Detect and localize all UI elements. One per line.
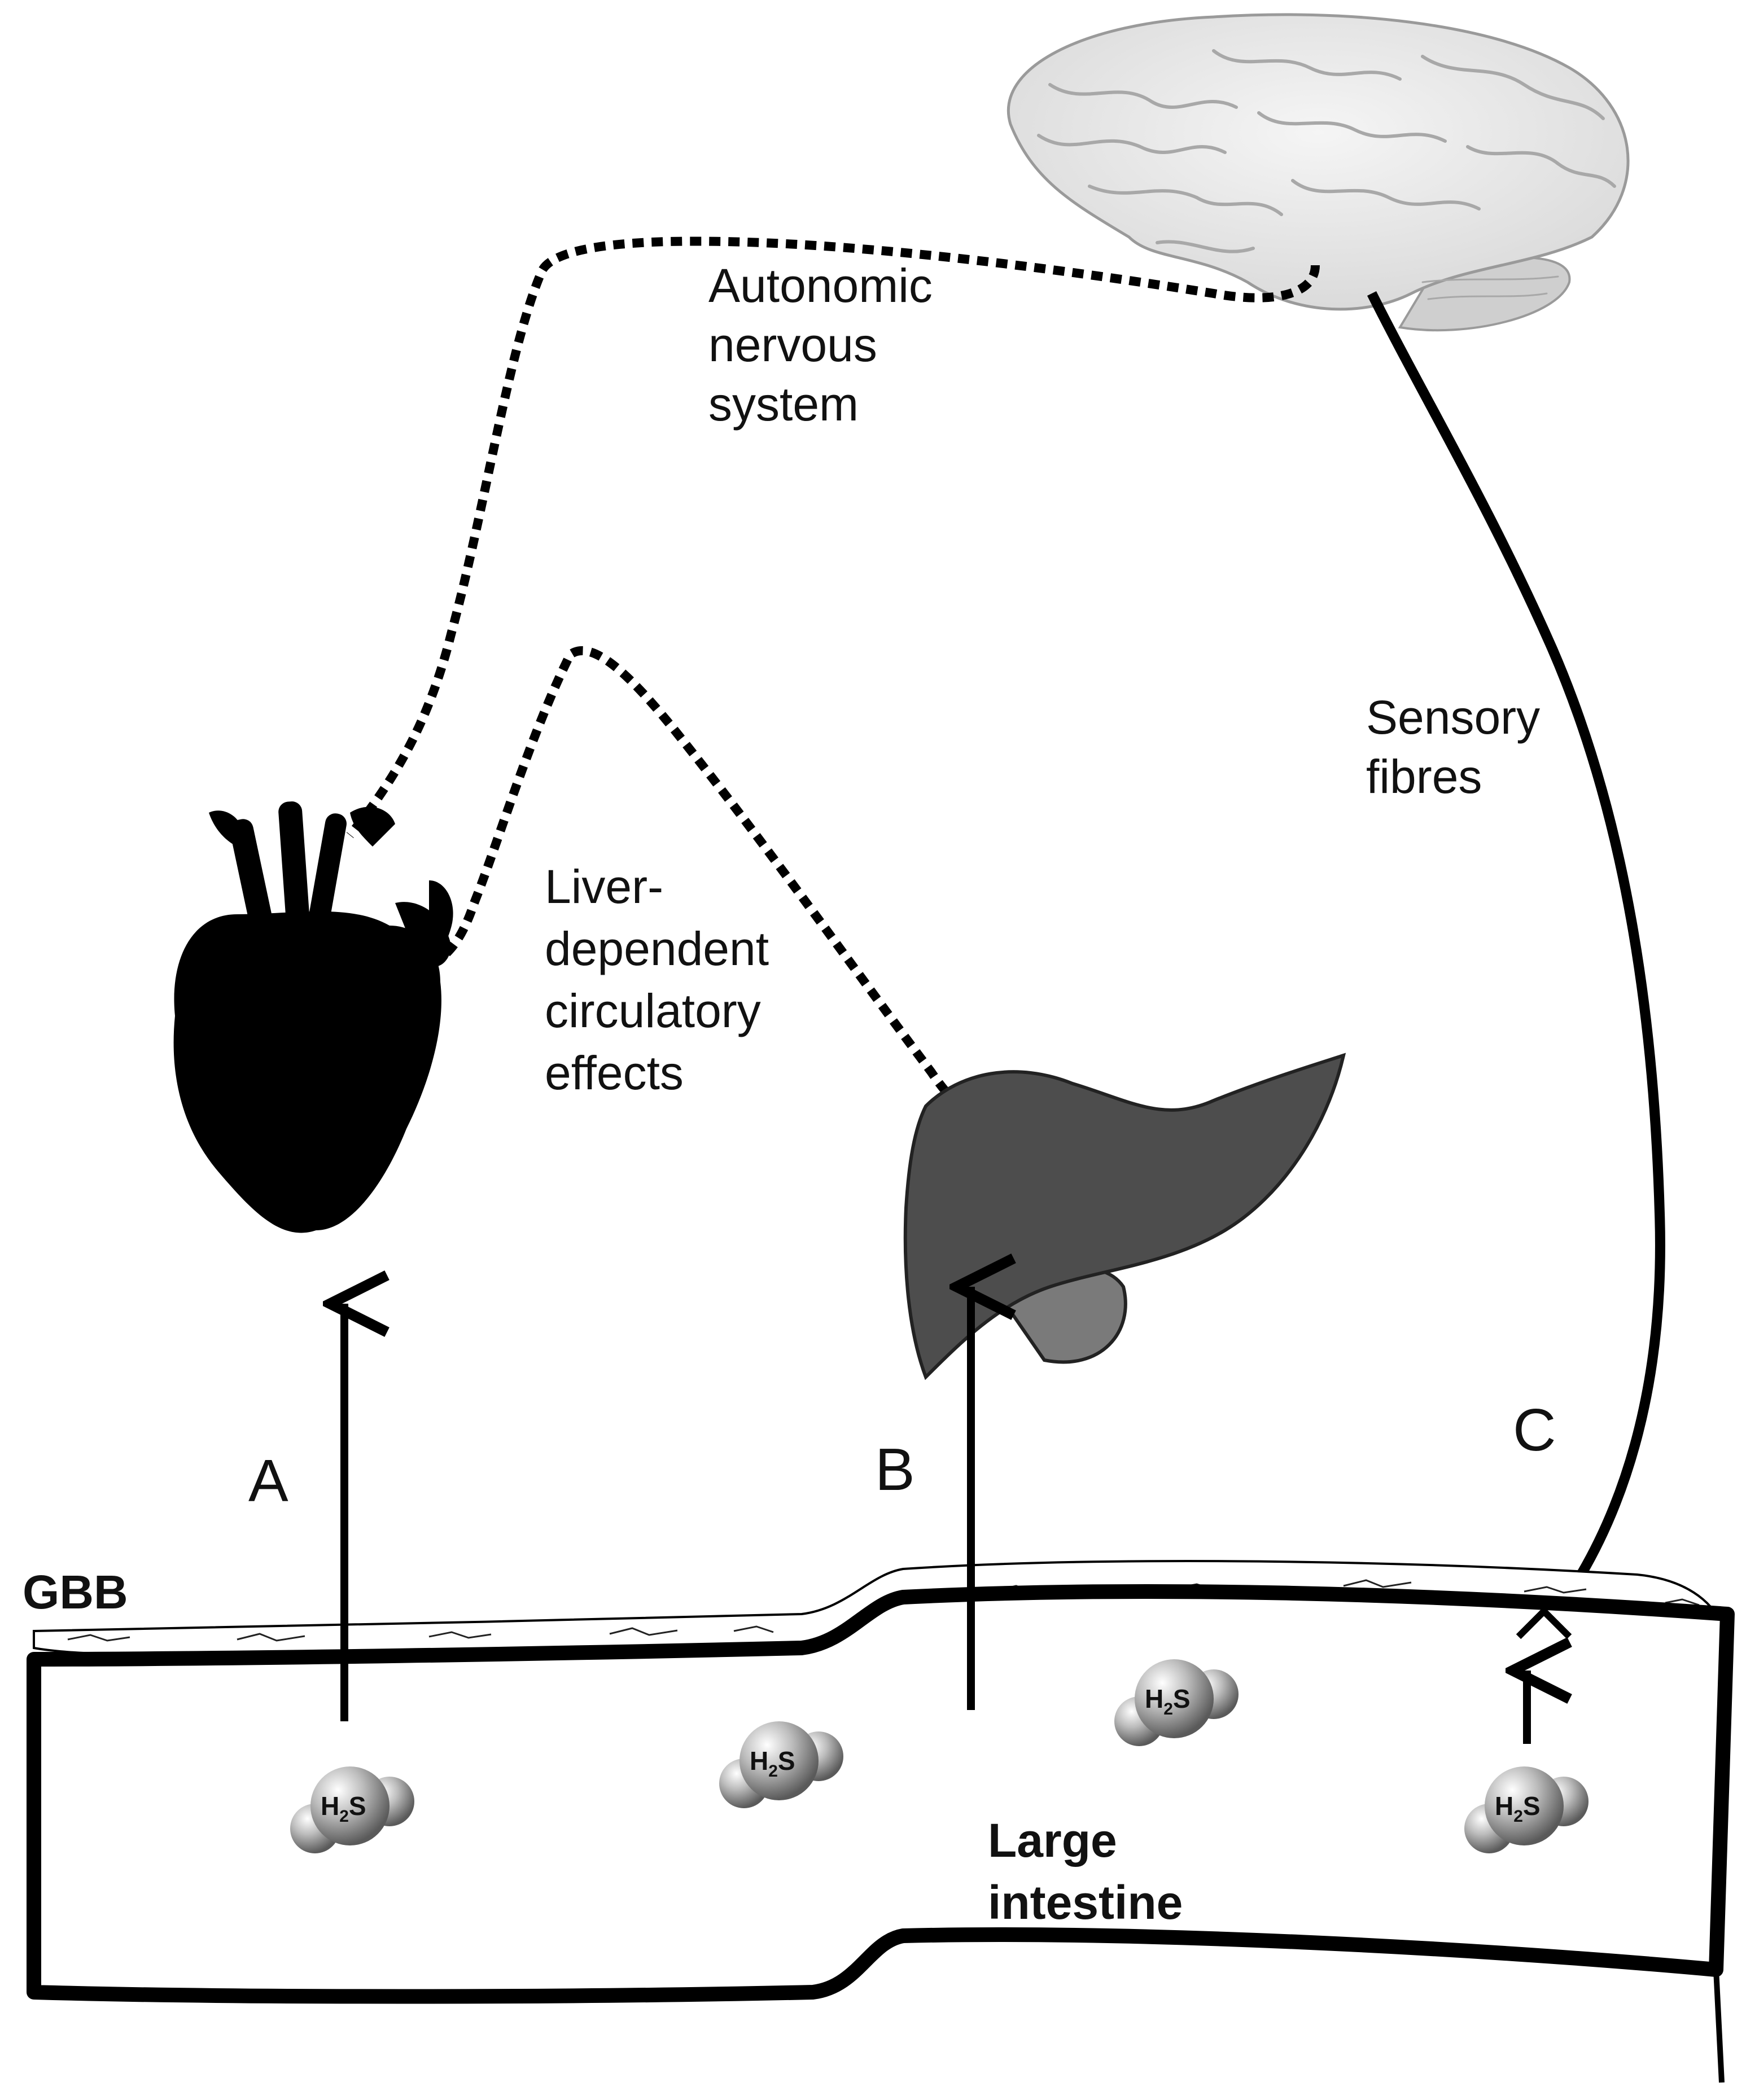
label-gbb: GBB (23, 1566, 128, 1619)
label-liver-effects: Liver- dependent circulatory effects (545, 860, 782, 1099)
sensory-fibre-path (1367, 291, 1665, 1629)
label-pathway-a: A (248, 1448, 288, 1514)
heart-silhouette (173, 801, 453, 1233)
brain-cortex (1007, 13, 1630, 311)
svg-text:H2S: H2S (750, 1746, 795, 1781)
large-intestine (27, 1560, 1735, 2083)
sensory-receptor-arrowhead (1516, 1606, 1572, 1639)
brain-illustration (1007, 13, 1630, 332)
h2s-molecule-2: H2S (719, 1721, 843, 1808)
liver-circulatory-path (443, 646, 1007, 1145)
svg-text:H2S: H2S (1145, 1684, 1191, 1718)
h2s-molecule-1: H2S (290, 1766, 414, 1853)
label-sensory: Sensory fibres (1366, 691, 1554, 803)
label-pathway-c: C (1513, 1397, 1556, 1463)
autonomic-nerve-path (346, 236, 1320, 838)
label-large-intestine: Large intestine (988, 1814, 1183, 1929)
intestine-wall (27, 1584, 1735, 2004)
h2s-molecule-3: H2S (1114, 1659, 1239, 1746)
h2s-molecule-4: H2S (1464, 1766, 1589, 1853)
svg-text:H2S: H2S (1495, 1791, 1541, 1826)
h2s-h: H (321, 1791, 339, 1821)
label-pathway-b: B (875, 1436, 915, 1503)
svg-text:H2S: H2S (321, 1791, 366, 1826)
label-autonomic: Autonomic nervous system (708, 259, 946, 431)
